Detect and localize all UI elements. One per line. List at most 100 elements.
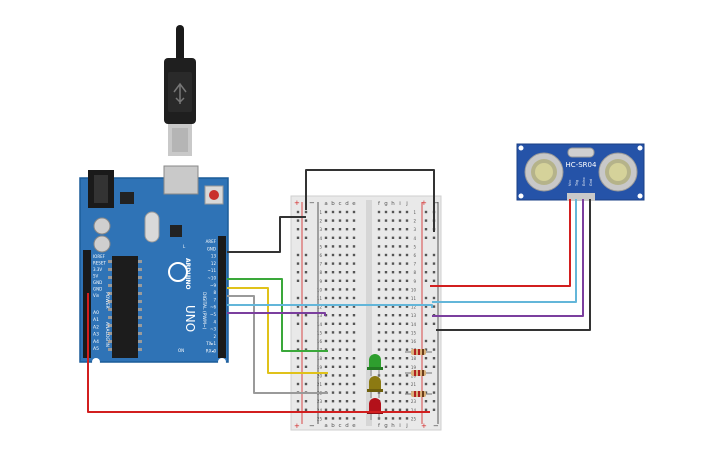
breadboard-hole[interactable] [324, 228, 328, 231]
ultrasonic-sensor[interactable] [516, 143, 645, 201]
breadboard-hole[interactable] [331, 391, 335, 394]
breadboard-hole[interactable] [405, 228, 409, 231]
breadboard-hole[interactable] [398, 314, 402, 317]
breadboard-hole[interactable] [338, 357, 342, 360]
breadboard-hole[interactable] [338, 236, 342, 239]
breadboard-hole[interactable] [377, 262, 381, 265]
breadboard-hole[interactable] [352, 245, 356, 248]
breadboard-hole[interactable] [324, 374, 328, 377]
breadboard-hole[interactable] [352, 314, 356, 317]
breadboard-hole[interactable] [352, 262, 356, 265]
breadboard-hole[interactable] [384, 253, 388, 257]
breadboard-hole[interactable] [345, 262, 349, 265]
breadboard-hole[interactable] [331, 314, 335, 317]
breadboard-hole[interactable] [345, 339, 349, 343]
breadboard-hole[interactable] [345, 331, 349, 334]
breadboard-hole[interactable] [424, 322, 428, 325]
breadboard-hole[interactable] [304, 339, 308, 343]
breadboard-hole[interactable] [352, 236, 356, 239]
breadboard-hole[interactable] [331, 253, 335, 257]
breadboard-hole[interactable] [391, 417, 395, 420]
breadboard-hole[interactable] [352, 305, 356, 308]
breadboard-hole[interactable] [296, 219, 300, 222]
breadboard-hole[interactable] [391, 314, 395, 317]
breadboard-hole[interactable] [331, 296, 335, 300]
breadboard-hole[interactable] [377, 339, 381, 343]
breadboard-hole[interactable] [345, 288, 349, 291]
breadboard-hole[interactable] [384, 262, 388, 265]
breadboard-hole[interactable] [424, 348, 428, 351]
breadboard-hole[interactable] [391, 236, 395, 239]
breadboard-hole[interactable] [405, 357, 409, 360]
breadboard-hole[interactable] [324, 357, 328, 360]
breadboard-hole[interactable] [296, 228, 300, 231]
breadboard-hole[interactable] [384, 408, 388, 411]
breadboard-hole[interactable] [391, 228, 395, 231]
breadboard-hole[interactable] [377, 314, 381, 317]
breadboard-hole[interactable] [345, 210, 349, 214]
breadboard-hole[interactable] [296, 210, 300, 214]
breadboard-hole[interactable] [304, 357, 308, 360]
breadboard-hole[interactable] [324, 262, 328, 265]
breadboard-hole[interactable] [432, 400, 436, 403]
breadboard-hole[interactable] [377, 305, 381, 308]
breadboard-hole[interactable] [296, 322, 300, 325]
breadboard-hole[interactable] [405, 417, 409, 420]
breadboard-hole[interactable] [405, 245, 409, 248]
breadboard-hole[interactable] [398, 279, 402, 282]
breadboard-hole[interactable] [424, 314, 428, 317]
breadboard-hole[interactable] [384, 210, 388, 214]
breadboard-hole[interactable] [384, 245, 388, 248]
breadboard-hole[interactable] [391, 322, 395, 325]
breadboard-hole[interactable] [377, 322, 381, 325]
breadboard-hole[interactable] [391, 219, 395, 222]
breadboard-hole[interactable] [352, 348, 356, 351]
breadboard-hole[interactable] [405, 408, 409, 411]
breadboard-hole[interactable] [432, 305, 436, 308]
wire-rail-jumper[interactable] [305, 169, 435, 232]
breadboard-hole[interactable] [331, 408, 335, 411]
breadboard-hole[interactable] [331, 271, 335, 274]
breadboard-hole[interactable] [324, 219, 328, 222]
breadboard-hole[interactable] [331, 228, 335, 231]
breadboard-hole[interactable] [352, 210, 356, 214]
breadboard-hole[interactable] [345, 245, 349, 248]
breadboard-hole[interactable] [352, 296, 356, 300]
breadboard-hole[interactable] [324, 296, 328, 300]
breadboard-hole[interactable] [391, 400, 395, 403]
breadboard-hole[interactable] [384, 357, 388, 360]
breadboard-hole[interactable] [398, 348, 402, 351]
breadboard-hole[interactable] [304, 296, 308, 300]
breadboard-hole[interactable] [324, 348, 328, 351]
breadboard-hole[interactable] [398, 288, 402, 291]
breadboard-hole[interactable] [405, 253, 409, 257]
breadboard-hole[interactable] [398, 305, 402, 308]
breadboard-hole[interactable] [377, 219, 381, 222]
breadboard-hole[interactable] [331, 210, 335, 214]
wire-sensor-vcc-red[interactable] [430, 199, 571, 287]
breadboard-hole[interactable] [391, 288, 395, 291]
breadboard-hole[interactable] [398, 219, 402, 222]
breadboard-hole[interactable] [296, 296, 300, 300]
breadboard-hole[interactable] [338, 305, 342, 308]
breadboard-hole[interactable] [345, 253, 349, 257]
breadboard-hole[interactable] [384, 339, 388, 343]
breadboard-hole[interactable] [331, 374, 335, 377]
breadboard-hole[interactable] [338, 374, 342, 377]
breadboard-hole[interactable] [338, 245, 342, 248]
breadboard-hole[interactable] [424, 400, 428, 403]
wire-pin7-light-blue[interactable] [227, 304, 433, 308]
breadboard-hole[interactable] [424, 219, 428, 222]
breadboard-hole[interactable] [398, 417, 402, 420]
breadboard-hole[interactable] [424, 236, 428, 239]
breadboard-hole[interactable] [345, 348, 349, 351]
breadboard-hole[interactable] [338, 262, 342, 265]
breadboard-hole[interactable] [377, 228, 381, 231]
breadboard-hole[interactable] [324, 271, 328, 274]
breadboard-hole[interactable] [324, 245, 328, 248]
breadboard-hole[interactable] [377, 210, 381, 214]
breadboard-hole[interactable] [432, 262, 436, 265]
breadboard-hole[interactable] [384, 331, 388, 334]
breadboard-hole[interactable] [352, 219, 356, 222]
breadboard-hole[interactable] [391, 339, 395, 343]
